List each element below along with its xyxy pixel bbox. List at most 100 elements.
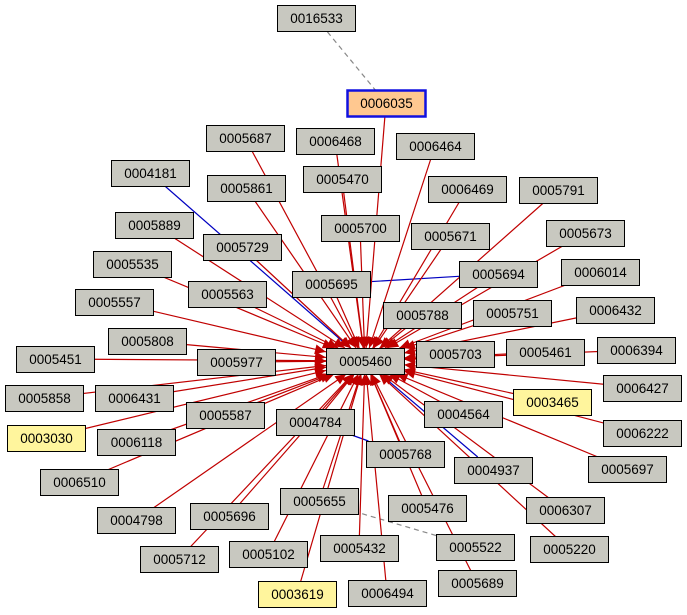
node-0004784[interactable]: 0004784 [276, 409, 355, 436]
node-0005696[interactable]: 0005696 [190, 503, 269, 530]
edge-0005671-0005460 [373, 235, 451, 349]
node-0006035[interactable]: 0006035 [346, 89, 427, 118]
node-box [93, 251, 172, 278]
node-label: 0006222 [616, 426, 669, 441]
node-label: 0005432 [333, 541, 386, 556]
node-0005977[interactable]: 0005977 [197, 349, 276, 376]
node-0004564[interactable]: 0004564 [424, 401, 503, 428]
node-box [97, 507, 176, 534]
node-label: 0006394 [610, 343, 663, 358]
node-0005712[interactable]: 0005712 [140, 546, 219, 573]
node-0006494[interactable]: 0006494 [348, 580, 427, 607]
node-label: 0005461 [519, 345, 572, 360]
node-0005220[interactable]: 0005220 [530, 536, 609, 563]
node-0004181[interactable]: 0004181 [111, 160, 190, 187]
node-0003030[interactable]: 0003030 [7, 425, 86, 452]
node-0005889[interactable]: 0005889 [115, 212, 194, 239]
node-0016533[interactable]: 0016533 [277, 5, 356, 32]
node-0006510[interactable]: 0006510 [40, 469, 119, 496]
node-label: 0005694 [472, 267, 525, 282]
node-0003619[interactable]: 0003619 [258, 581, 337, 608]
edge-0016533-0006035 [315, 17, 376, 91]
node-label: 0005697 [601, 462, 654, 477]
node-label: 0006510 [53, 475, 106, 490]
node-label: 0005655 [293, 494, 346, 509]
node-0005563[interactable]: 0005563 [188, 281, 267, 308]
node-label: 0005703 [429, 347, 482, 362]
node-label: 0005858 [18, 391, 71, 406]
node-label: 0006464 [409, 139, 462, 154]
node-0005476[interactable]: 0005476 [388, 495, 467, 522]
node-0005432[interactable]: 0005432 [320, 535, 399, 562]
node-0006464[interactable]: 0006464 [396, 133, 475, 160]
node-0005791[interactable]: 0005791 [519, 177, 598, 204]
node-0005522[interactable]: 0005522 [436, 534, 515, 561]
node-label: 0005695 [305, 277, 358, 292]
node-box [276, 409, 355, 436]
node-0006431[interactable]: 0006431 [95, 385, 174, 412]
node-0005689[interactable]: 0005689 [438, 570, 517, 597]
node-label: 0005689 [451, 576, 504, 591]
node-0005695[interactable]: 0005695 [292, 271, 371, 298]
node-0005535[interactable]: 0005535 [93, 251, 172, 278]
node-label: 0005563 [201, 287, 254, 302]
node-0006014[interactable]: 0006014 [561, 259, 640, 286]
node-0006469[interactable]: 0006469 [428, 176, 507, 203]
node-0006394[interactable]: 0006394 [597, 337, 676, 364]
edge-0005697-0005460 [396, 373, 628, 470]
node-0005461[interactable]: 0005461 [506, 339, 585, 366]
node-0006468[interactable]: 0006468 [296, 128, 375, 155]
node-label: 0006035 [360, 96, 413, 111]
node-0005751[interactable]: 0005751 [473, 300, 552, 327]
node-0006427[interactable]: 0006427 [603, 375, 682, 402]
node-0005694[interactable]: 0005694 [459, 261, 538, 288]
node-0005861[interactable]: 0005861 [207, 175, 286, 202]
node-box [40, 469, 119, 496]
node-label: 0005460 [339, 354, 392, 369]
node-label: 0005700 [334, 221, 387, 236]
node-0005700[interactable]: 0005700 [321, 215, 400, 242]
node-0005768[interactable]: 0005768 [366, 441, 445, 468]
node-0006307[interactable]: 0006307 [526, 497, 605, 524]
node-box [526, 497, 605, 524]
node-label: 0016533 [290, 11, 343, 26]
node-box [197, 349, 276, 376]
node-0005687[interactable]: 0005687 [206, 125, 285, 152]
node-0005451[interactable]: 0005451 [16, 346, 95, 373]
node-0005460[interactable]: 0005460 [326, 348, 405, 375]
node-label: 0005696 [203, 509, 256, 524]
node-box [346, 89, 427, 118]
node-0006222[interactable]: 0006222 [603, 420, 682, 447]
node-box [303, 166, 382, 193]
node-0005673[interactable]: 0005673 [546, 220, 625, 247]
node-box [530, 536, 609, 563]
node-box [603, 420, 682, 447]
node-box [140, 546, 219, 573]
node-0005703[interactable]: 0005703 [416, 341, 495, 368]
node-0006432[interactable]: 0006432 [576, 297, 655, 324]
node-0005470[interactable]: 0005470 [303, 166, 382, 193]
node-box [292, 271, 371, 298]
node-0003465[interactable]: 0003465 [513, 389, 592, 416]
node-0005808[interactable]: 0005808 [108, 328, 187, 355]
node-0004798[interactable]: 0004798 [97, 507, 176, 534]
node-0004937[interactable]: 0004937 [454, 457, 533, 484]
node-0005655[interactable]: 0005655 [280, 488, 359, 515]
node-0005788[interactable]: 0005788 [383, 302, 462, 329]
node-0005858[interactable]: 0005858 [5, 385, 84, 412]
node-box [320, 535, 399, 562]
node-box [519, 177, 598, 204]
node-label: 0006014 [574, 265, 627, 280]
node-box [206, 125, 285, 152]
node-0005587[interactable]: 0005587 [186, 402, 265, 429]
node-0006118[interactable]: 0006118 [97, 429, 176, 456]
node-0005671[interactable]: 0005671 [411, 223, 490, 250]
node-0005729[interactable]: 0005729 [203, 234, 282, 261]
node-0005102[interactable]: 0005102 [229, 541, 308, 568]
node-box [396, 133, 475, 160]
node-0005557[interactable]: 0005557 [75, 289, 154, 316]
node-label: 0005687 [219, 131, 272, 146]
node-0005697[interactable]: 0005697 [588, 456, 667, 483]
node-label: 0006494 [361, 586, 414, 601]
node-box [473, 300, 552, 327]
